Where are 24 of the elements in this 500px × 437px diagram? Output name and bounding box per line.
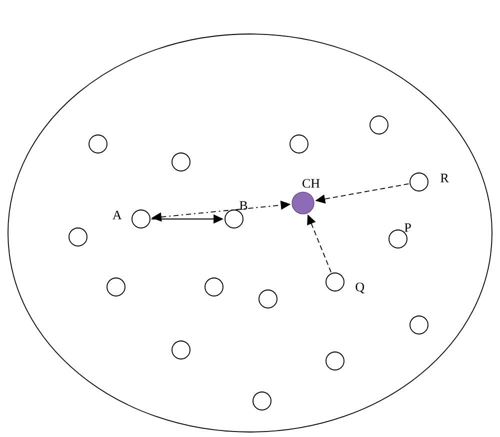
node-label: A	[112, 210, 122, 220]
sensor-node	[326, 352, 344, 370]
node-label: Q	[356, 282, 364, 294]
node-label: P	[404, 223, 411, 232]
sensor-node	[172, 340, 190, 360]
sensor-node	[326, 272, 344, 292]
boundary-ellipse	[8, 34, 492, 432]
sensor-node	[410, 172, 428, 192]
node-label: B	[240, 201, 248, 210]
sensor-node	[370, 116, 388, 134]
node-label: CH	[302, 179, 320, 188]
sensor-node	[258, 290, 278, 308]
sensor-node	[132, 210, 150, 228]
sensor-node	[68, 228, 88, 246]
node-label: R	[440, 174, 449, 182]
sensor-node	[410, 316, 428, 334]
sensor-node	[204, 278, 224, 296]
sensor-node	[106, 278, 126, 296]
sensor-node	[172, 152, 190, 172]
cluster-head-sphere	[292, 192, 314, 214]
sensor-node	[252, 392, 272, 410]
sensor-node	[224, 210, 244, 228]
sensor-node	[290, 134, 308, 154]
sensor-node	[88, 134, 108, 154]
